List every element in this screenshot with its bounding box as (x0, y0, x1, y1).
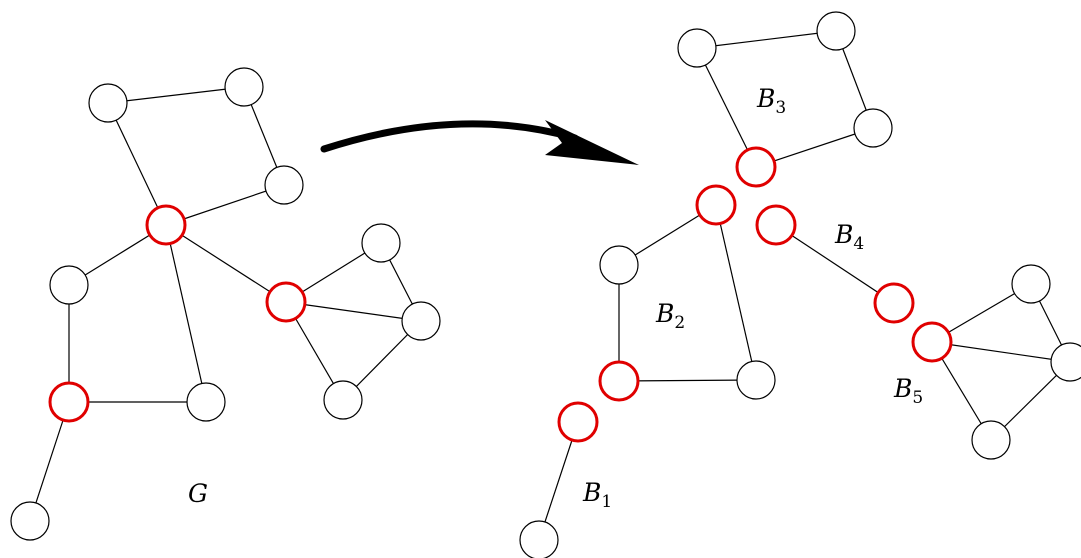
block-label-b1-sub: 1 (601, 492, 612, 512)
cut-vertex (557, 401, 599, 443)
cut-vertex (873, 282, 915, 324)
block-label-b4-sub: 4 (853, 234, 864, 254)
arrow-head (545, 120, 639, 165)
edge (107, 102, 167, 226)
cut-vertex (911, 321, 953, 363)
vertex (519, 520, 559, 558)
vertex (1050, 342, 1081, 382)
vertex (401, 301, 441, 341)
edge (107, 86, 245, 104)
block-label-b1: B1 (582, 478, 612, 512)
vertex (736, 360, 776, 400)
edge (775, 224, 895, 304)
edge (618, 379, 757, 382)
block-tree: B1 B2 B3 B4 B5 (519, 11, 1081, 558)
cut-vertex (598, 360, 640, 402)
vertex (971, 420, 1011, 460)
block-label-b2-main: B (655, 299, 674, 328)
cut-vertex (145, 204, 187, 246)
cut-vertex (735, 146, 777, 188)
edge (696, 47, 757, 168)
vertex (264, 165, 304, 205)
vertex (186, 382, 226, 422)
vertex (816, 11, 856, 51)
block-tree-edges (538, 30, 1071, 541)
block-label-b3-sub: 3 (775, 98, 786, 118)
vertex (224, 67, 264, 107)
edge (696, 30, 837, 49)
block-label-b5-sub: 5 (912, 388, 923, 408)
block-label-b5: B5 (893, 374, 923, 408)
edge (285, 301, 422, 322)
vertex (88, 83, 128, 123)
graph-label-g: G (188, 479, 208, 508)
block-label-b3-main: B (756, 84, 775, 113)
cut-vertex (755, 204, 797, 246)
edge (538, 421, 579, 541)
vertex (10, 501, 50, 541)
transform-arrow (320, 120, 639, 165)
block-label-b2-sub: 2 (674, 313, 685, 333)
vertex (677, 28, 717, 68)
block-label-b2: B2 (655, 299, 685, 333)
block-label-b1-main: B (582, 478, 601, 507)
edge (29, 401, 70, 522)
graph-g: G (10, 67, 441, 541)
vertex (853, 108, 893, 148)
vertex (1011, 264, 1051, 304)
vertex (361, 223, 401, 263)
block-label-b4: B4 (834, 220, 864, 254)
edge (165, 184, 285, 226)
edge (715, 204, 757, 381)
vertex (49, 265, 89, 305)
arrow-shaft (320, 120, 579, 153)
cut-vertex (265, 281, 307, 323)
graph-g-vertices (10, 67, 441, 541)
block-tree-vertices (519, 11, 1081, 558)
block-label-b4-main: B (834, 220, 853, 249)
vertex (323, 380, 363, 420)
block-label-b5-main: B (893, 374, 912, 403)
edge (165, 224, 287, 303)
cut-vertex (48, 381, 90, 423)
edge (755, 127, 874, 168)
edge (931, 341, 1071, 363)
edge (165, 224, 207, 403)
graph-g-edges (29, 86, 422, 522)
block-label-b3: B3 (756, 84, 786, 118)
vertex (599, 245, 639, 285)
cut-vertex (695, 184, 737, 226)
